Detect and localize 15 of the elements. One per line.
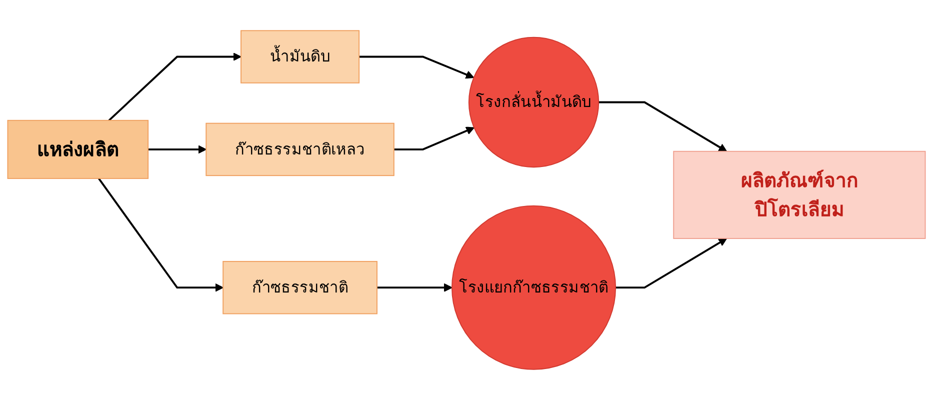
node-circle: โรงแยกก๊าซธรรมชาติ	[452, 205, 616, 370]
node-box: น้ำมันดิบ	[240, 30, 360, 84]
node-box: ก๊าซธรรมชาติเหลว	[206, 122, 394, 176]
node-circle: โรงกลั่นน้ำมันดิบ	[468, 36, 600, 168]
arrow	[394, 126, 474, 150]
arrow	[359, 56, 474, 79]
node-box: ผลิตภัณฑ์จากปิโตรเลียม	[673, 150, 926, 239]
node-box: แหล่งผลิต	[7, 120, 149, 179]
arrow	[616, 238, 728, 289]
node-box: ก๊าซธรรมชาติ	[222, 260, 378, 314]
arrow	[598, 101, 728, 152]
arrow	[108, 52, 242, 122]
arrow	[98, 178, 224, 292]
arrow	[148, 145, 207, 154]
arrow	[376, 283, 452, 292]
